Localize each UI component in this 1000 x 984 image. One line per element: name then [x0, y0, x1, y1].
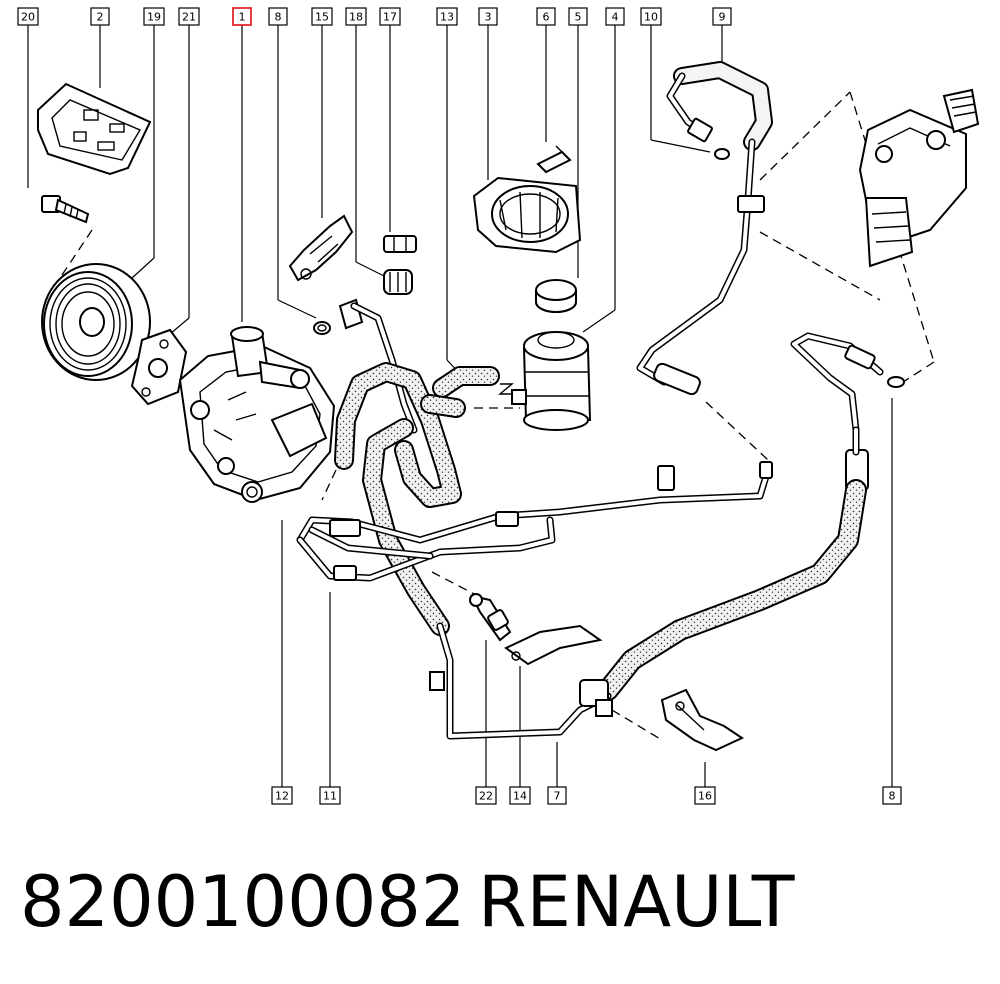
clamp-part-17: [383, 235, 417, 253]
callout-8-bottom: 8: [882, 786, 902, 805]
clip-part-15: [288, 214, 354, 282]
callout-17: 17: [379, 7, 401, 26]
callout-1-highlighted: 1: [232, 7, 252, 26]
reservoir-part-4: [511, 331, 592, 431]
callout-3: 3: [478, 7, 498, 26]
reservoir-bracket-part-3: [472, 176, 582, 254]
callout-6: 6: [536, 7, 556, 26]
callout-8-top: 8: [268, 7, 288, 26]
svg-text:3: 3: [485, 11, 492, 24]
callout-4: 4: [605, 7, 625, 26]
z-mark: [498, 383, 514, 395]
svg-text:9: 9: [719, 11, 726, 24]
svg-text:4: 4: [612, 11, 619, 24]
clamp-part-18: [383, 269, 413, 295]
callout-11: 11: [319, 786, 341, 805]
bolt-part-20: [41, 195, 90, 224]
svg-text:7: 7: [554, 790, 561, 803]
pulley-part-19: [41, 263, 151, 381]
callout-18: 18: [345, 7, 367, 26]
brand-name: RENAULT: [478, 861, 795, 943]
svg-text:20: 20: [21, 11, 35, 24]
svg-text:21: 21: [182, 11, 196, 24]
oring-part-10: [714, 148, 730, 160]
callout-21: 21: [178, 7, 200, 26]
callout-16: 16: [694, 786, 716, 805]
banjo-fitting: [338, 298, 418, 434]
callout-7: 7: [547, 786, 567, 805]
svg-text:18: 18: [349, 11, 363, 24]
part-number: 8200100082: [20, 861, 466, 943]
steering-rack-detail: [858, 88, 980, 268]
svg-text:11: 11: [323, 790, 337, 803]
pressure-switch-part-22: [469, 593, 512, 642]
pipe-part-7: [429, 622, 613, 740]
svg-text:22: 22: [479, 790, 493, 803]
hp-hose: [597, 332, 884, 701]
callout-13: 13: [436, 7, 458, 26]
flange-part-21: [130, 328, 188, 406]
svg-text:19: 19: [147, 11, 161, 24]
return-hose-part-13: [334, 362, 500, 508]
bracket-part-2: [37, 82, 152, 176]
oring-part-8: [313, 321, 331, 335]
svg-text:15: 15: [315, 11, 329, 24]
bracket-part-16: [660, 688, 745, 752]
pressure-pipe-part-9: [636, 61, 773, 396]
cap-part-5: [535, 279, 577, 313]
callout-19: 19: [143, 7, 165, 26]
svg-text:16: 16: [698, 790, 712, 803]
callout-2: 2: [90, 7, 110, 26]
svg-text:17: 17: [383, 11, 397, 24]
svg-text:10: 10: [644, 11, 658, 24]
callout-15: 15: [311, 7, 333, 26]
clip-part-6: [536, 145, 572, 174]
callout-labels: 20 2 19 21 1 8 15 18: [17, 7, 902, 805]
feed-hose: [362, 418, 450, 636]
callout-22: 22: [475, 786, 497, 805]
svg-text:5: 5: [575, 11, 582, 24]
callout-5: 5: [568, 7, 588, 26]
svg-text:8: 8: [275, 11, 282, 24]
bracket-part-14: [504, 624, 603, 666]
callout-9: 9: [712, 7, 732, 26]
svg-text:2: 2: [97, 11, 104, 24]
oring-part-8-right: [887, 376, 905, 388]
svg-text:6: 6: [543, 11, 550, 24]
pipe-brackets: [329, 461, 773, 581]
callout-10: 10: [640, 7, 662, 26]
pump-part-1: [178, 326, 336, 503]
svg-text:14: 14: [513, 790, 527, 803]
callout-14: 14: [509, 786, 531, 805]
svg-text:12: 12: [275, 790, 289, 803]
callout-12: 12: [271, 786, 293, 805]
svg-text:13: 13: [440, 11, 454, 24]
svg-text:1: 1: [239, 11, 246, 24]
callout-20: 20: [17, 7, 39, 26]
svg-text:8: 8: [889, 790, 896, 803]
